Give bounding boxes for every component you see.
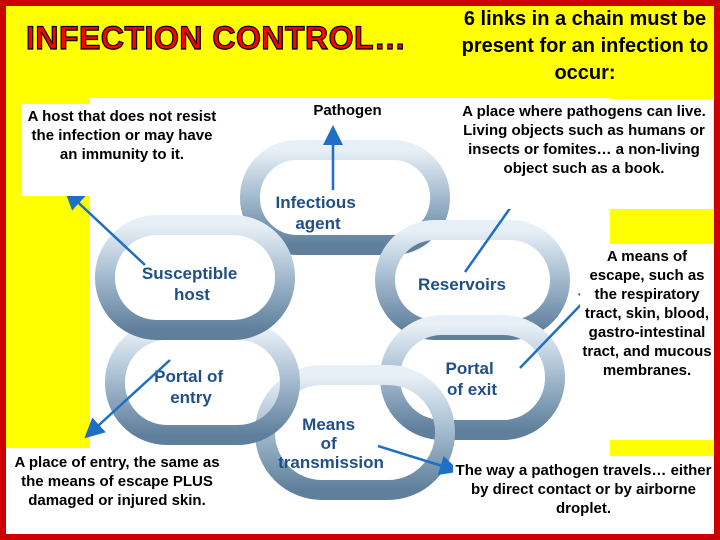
link-text-means-of-transmission: Means of transmission xyxy=(278,415,384,472)
label-pathogen: Pathogen xyxy=(265,98,430,124)
label-means-of-transmission: The way a pathogen travels… either by di… xyxy=(453,456,714,534)
link-text-portal-of-entry: Portal of entry xyxy=(154,367,228,407)
link-text-reservoirs: Reservoirs xyxy=(418,275,506,294)
link-text-susceptible-host: Susceptible host xyxy=(142,264,242,304)
label-reservoir: A place where pathogens can live. Living… xyxy=(455,99,713,209)
label-portal-of-exit: A means of escape, such as the respirato… xyxy=(580,244,714,440)
link-text-portal-of-exit: Portal of exit xyxy=(446,359,499,399)
link-text-infectious-agent: Infectious agent xyxy=(275,193,360,233)
label-susceptible-host: A host that does not resist the infectio… xyxy=(22,104,222,196)
label-portal-of-entry: A place of entry, the same as the means … xyxy=(6,448,228,534)
